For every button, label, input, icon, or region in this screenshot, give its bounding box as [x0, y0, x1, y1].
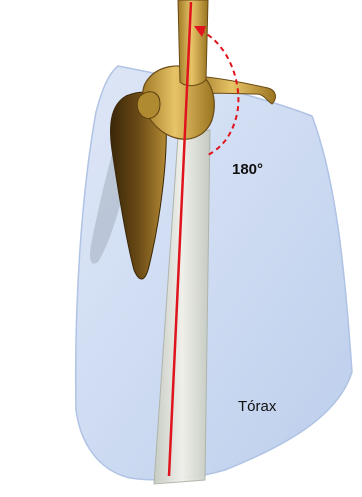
- thorax-label: Tórax: [238, 398, 276, 415]
- humerus-raised: [178, 0, 208, 86]
- angle-label: 180°: [232, 161, 263, 178]
- glenoid-rim: [137, 92, 160, 119]
